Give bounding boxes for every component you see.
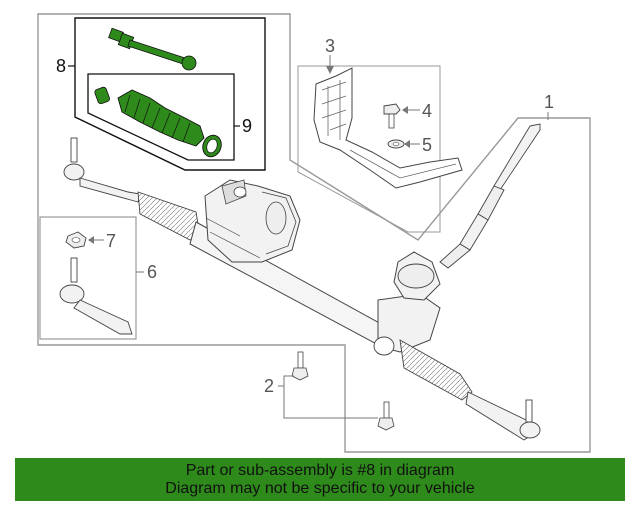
arrow-7	[88, 236, 94, 244]
banner-line-2: Diagram may not be specific to your vehi…	[165, 480, 475, 497]
mounting-bracket[interactable]	[313, 67, 463, 189]
callout-5: 5	[422, 135, 432, 155]
steering-boot[interactable]	[94, 86, 224, 159]
bolt-2-lower[interactable]	[377, 401, 395, 431]
main-frame	[37, 13, 591, 453]
box-9-frame	[87, 73, 235, 161]
left-tie-rod-end[interactable]	[63, 137, 141, 203]
bolt-4[interactable]	[383, 103, 401, 129]
callout-4: 4	[422, 101, 432, 121]
bolt-2-upper[interactable]	[291, 351, 309, 381]
box-8-frame	[74, 17, 266, 171]
outer-tie-rod-end[interactable]	[59, 257, 133, 335]
inner-tie-rod[interactable]	[108, 27, 197, 71]
callout-8: 8	[56, 56, 66, 76]
nut-7[interactable]	[65, 231, 87, 249]
callout-2: 2	[264, 376, 274, 396]
info-banner: Part or sub-assembly is #8 in diagram Di…	[15, 458, 625, 501]
box-3-frame	[297, 65, 441, 233]
callout-6: 6	[147, 262, 157, 282]
washer-5[interactable]	[387, 139, 405, 149]
box-6-frame	[39, 216, 137, 340]
leader-2	[278, 375, 378, 419]
callout-7: 7	[106, 231, 116, 251]
steering-rack-assembly[interactable]	[137, 179, 541, 441]
callout-3: 3	[325, 36, 335, 56]
callout-9: 9	[242, 116, 252, 136]
arrow-4	[402, 106, 408, 114]
callout-1: 1	[544, 92, 554, 112]
intermediate-shaft[interactable]	[439, 123, 541, 269]
arrow-5	[404, 140, 410, 148]
arrow-3	[326, 66, 334, 74]
banner-line-1: Part or sub-assembly is #8 in diagram	[185, 462, 455, 479]
